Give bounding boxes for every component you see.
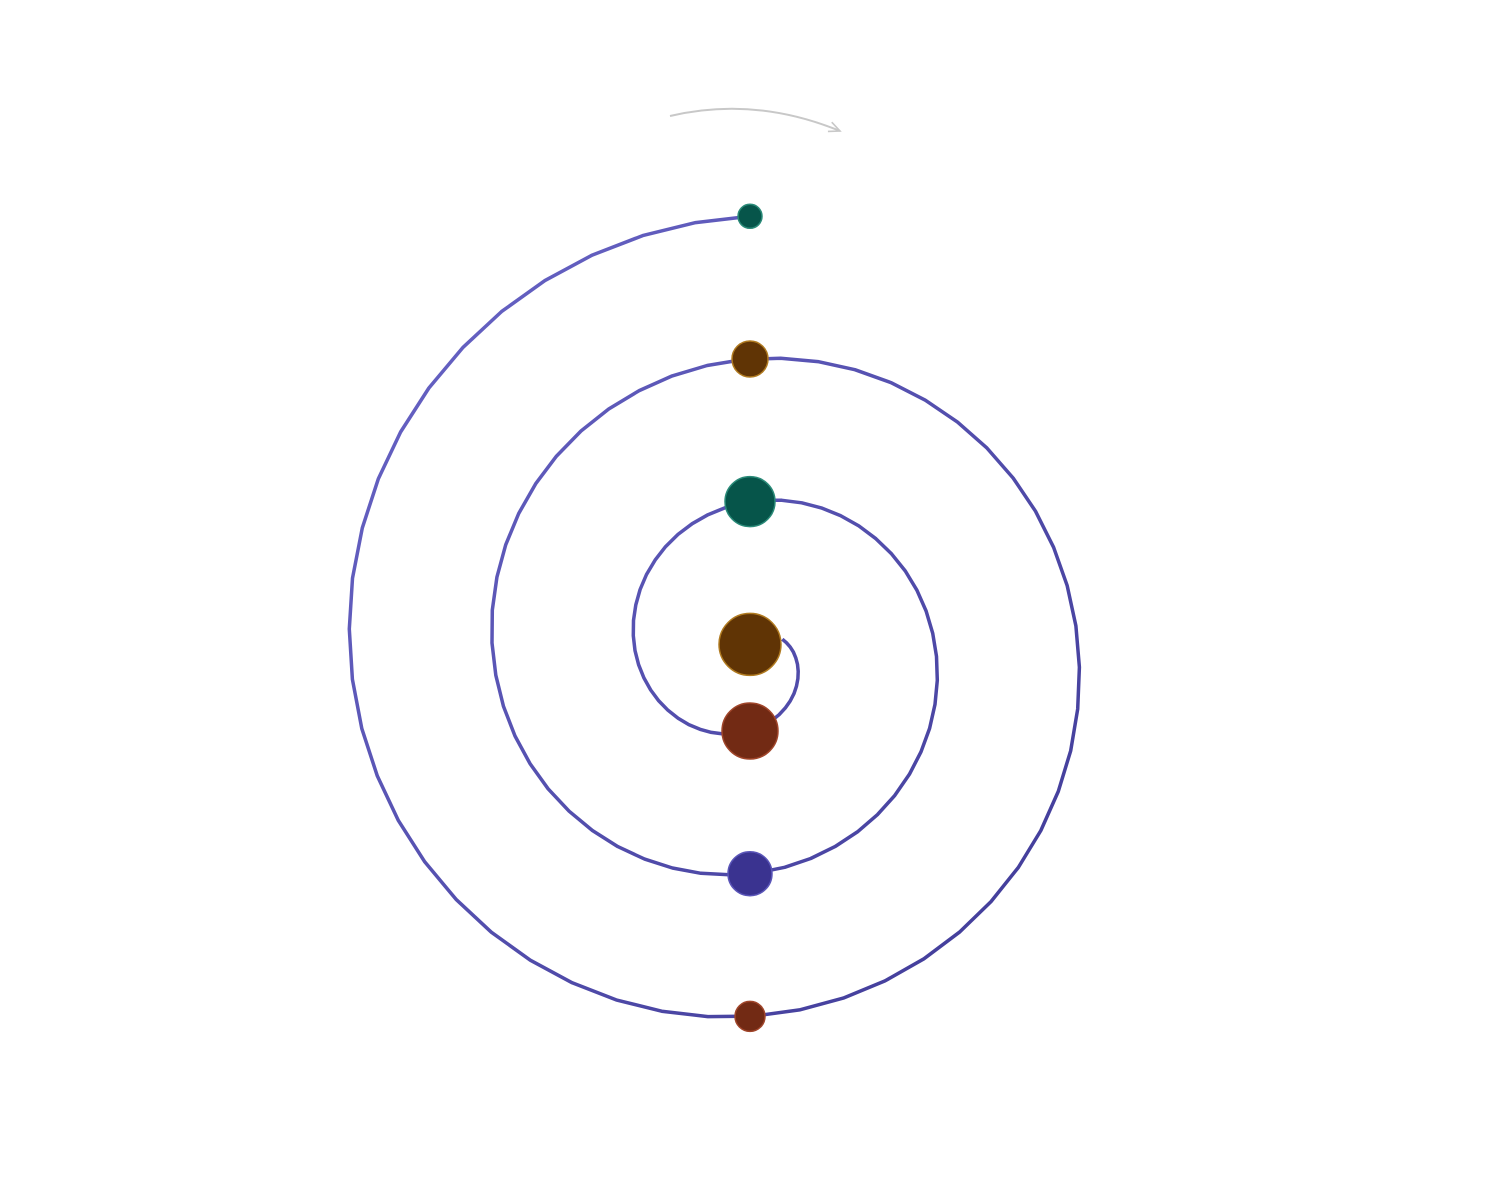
spiral-nodes: [718, 203, 782, 1033]
spiral-node-2[interactable]: [721, 702, 779, 760]
spiral-node-5[interactable]: [731, 340, 769, 378]
direction-arrow-icon: [669, 107, 842, 133]
spiral-node-6[interactable]: [734, 1000, 766, 1033]
spiral-node-1[interactable]: [718, 612, 782, 677]
spiral-node-7[interactable]: [737, 203, 763, 230]
spiral-node-3[interactable]: [724, 475, 776, 528]
spiral-node-4[interactable]: [727, 850, 773, 897]
spiral-path: [347, 214, 1082, 1019]
